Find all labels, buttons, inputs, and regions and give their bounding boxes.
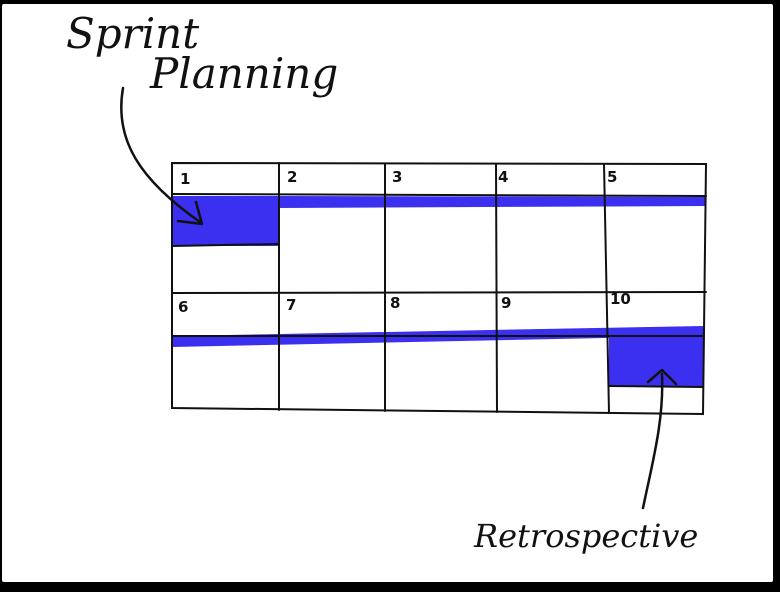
retrospective-block	[609, 337, 704, 387]
retrospective-arrowhead	[646, 368, 678, 386]
retrospective-block-underline	[608, 385, 704, 388]
sprint-planning-arrow	[120, 86, 202, 224]
day-number: 10	[610, 290, 631, 308]
sprint-planning-block-underline	[171, 243, 279, 247]
day-number: 4	[498, 168, 509, 186]
grid-outer-frame	[171, 161, 708, 416]
day-number: 7	[286, 296, 297, 314]
day-number: 3	[392, 168, 403, 186]
sprint-planning-block	[172, 196, 278, 246]
planning-label: Planning	[150, 49, 339, 98]
day-number: 6	[178, 298, 189, 316]
sprint-planning-arrowhead	[176, 200, 204, 226]
sprint-label: Sprint	[66, 9, 200, 58]
day-number: 1	[180, 170, 191, 188]
retrospective-label: Retrospective	[474, 517, 699, 555]
week1-sprint-bar	[278, 196, 706, 208]
grid-week1-divider	[171, 193, 707, 197]
day-number: 8	[390, 294, 401, 312]
day-number: 9	[501, 294, 512, 312]
retrospective-arrow	[641, 372, 664, 510]
grid-col-4	[603, 163, 610, 414]
day-number: 2	[287, 168, 298, 186]
grid-col-3	[495, 163, 498, 413]
day-number: 5	[607, 168, 618, 186]
grid-row-divider	[171, 291, 707, 294]
